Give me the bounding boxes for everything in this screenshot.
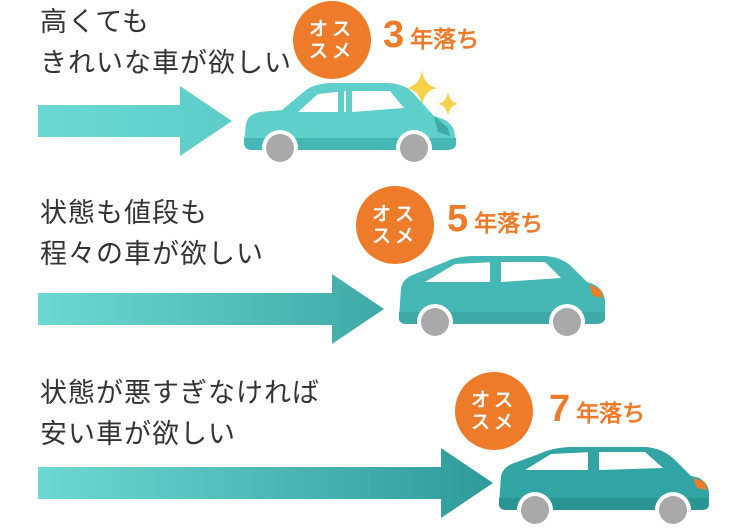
recommend-badge: オス スメ (356, 186, 434, 264)
years-number: 5 (447, 198, 469, 240)
arrow-icon (38, 448, 493, 518)
years-number: 7 (549, 388, 571, 430)
badge-line-2: スメ (308, 40, 355, 62)
row-description: 状態も値段も 程々の車が欲しい (40, 193, 264, 275)
badge-line-2: スメ (470, 411, 517, 433)
recommend-badge: オス スメ (455, 372, 533, 450)
recommend-badge: オス スメ (293, 1, 371, 79)
description-line-1: 状態が悪すぎなければ (40, 378, 320, 409)
hatchback-car-icon (499, 447, 709, 528)
hatchback-car-icon (244, 83, 456, 166)
sparkle-icon (406, 70, 458, 116)
badge-line-2: スメ (371, 225, 418, 247)
arrow-icon (38, 274, 384, 344)
description-line-1: 高くても (40, 7, 150, 38)
arrow-icon (38, 86, 232, 156)
description-line-2: 程々の車が欲しい (40, 239, 264, 270)
description-line-2: きれいな車が欲しい (40, 48, 292, 79)
hatchback-car-icon (399, 256, 605, 340)
row-description: 状態が悪すぎなければ 安い車が欲しい (40, 373, 320, 455)
years-suffix: 年落ち (410, 27, 480, 53)
years-number: 3 (383, 14, 405, 56)
row-description: 高くても きれいな車が欲しい (40, 2, 292, 84)
badge-line-1: オス (308, 18, 355, 40)
description-line-2: 安い車が欲しい (40, 419, 236, 450)
years-suffix: 年落ち (474, 211, 544, 237)
years-suffix: 年落ち (576, 401, 646, 427)
badge-line-1: オス (470, 389, 517, 411)
description-line-1: 状態も値段も (40, 198, 208, 229)
badge-line-1: オス (371, 203, 418, 225)
